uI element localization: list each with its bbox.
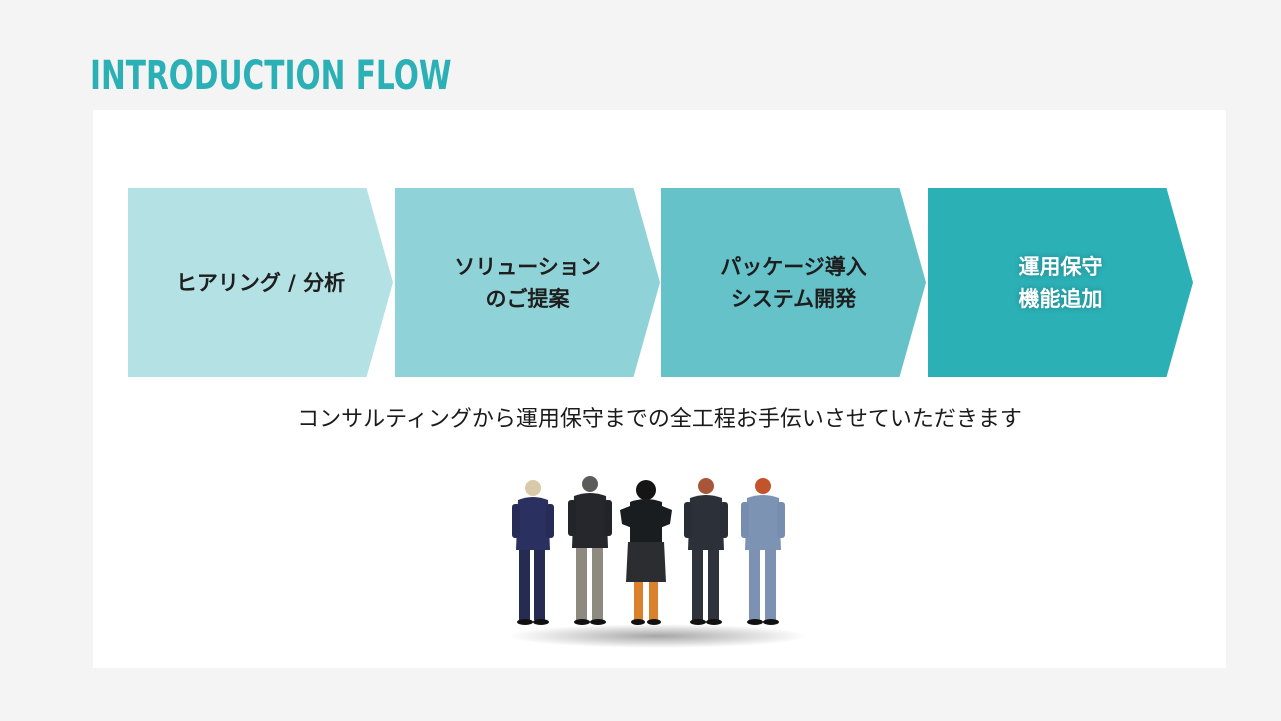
flow-step-solution: ソリューション のご提案 (395, 188, 660, 377)
introduction-flow: ヒアリング / 分析 ソリューション のご提案 パッケージ導入 システム開発 運… (128, 188, 1193, 377)
flow-step-label: パッケージ導入 システム開発 (720, 254, 867, 311)
content-card: ヒアリング / 分析 ソリューション のご提案 パッケージ導入 システム開発 運… (93, 110, 1226, 668)
flow-step-maintenance: 運用保守 機能追加 (928, 188, 1193, 377)
flow-step-label: ソリューション のご提案 (454, 254, 601, 311)
page-title: INTRODUCTION FLOW (90, 53, 452, 99)
flow-step-hearing: ヒアリング / 分析 (128, 188, 393, 377)
flow-step-development: パッケージ導入 システム開発 (661, 188, 926, 377)
business-people-figurines-icon (508, 476, 808, 648)
flow-step-label: ヒアリング / 分析 (175, 270, 346, 295)
tagline: コンサルティングから運用保守までの全工程お手伝いさせていただきます (297, 407, 1022, 432)
flow-step-label: 運用保守 機能追加 (1018, 254, 1103, 311)
